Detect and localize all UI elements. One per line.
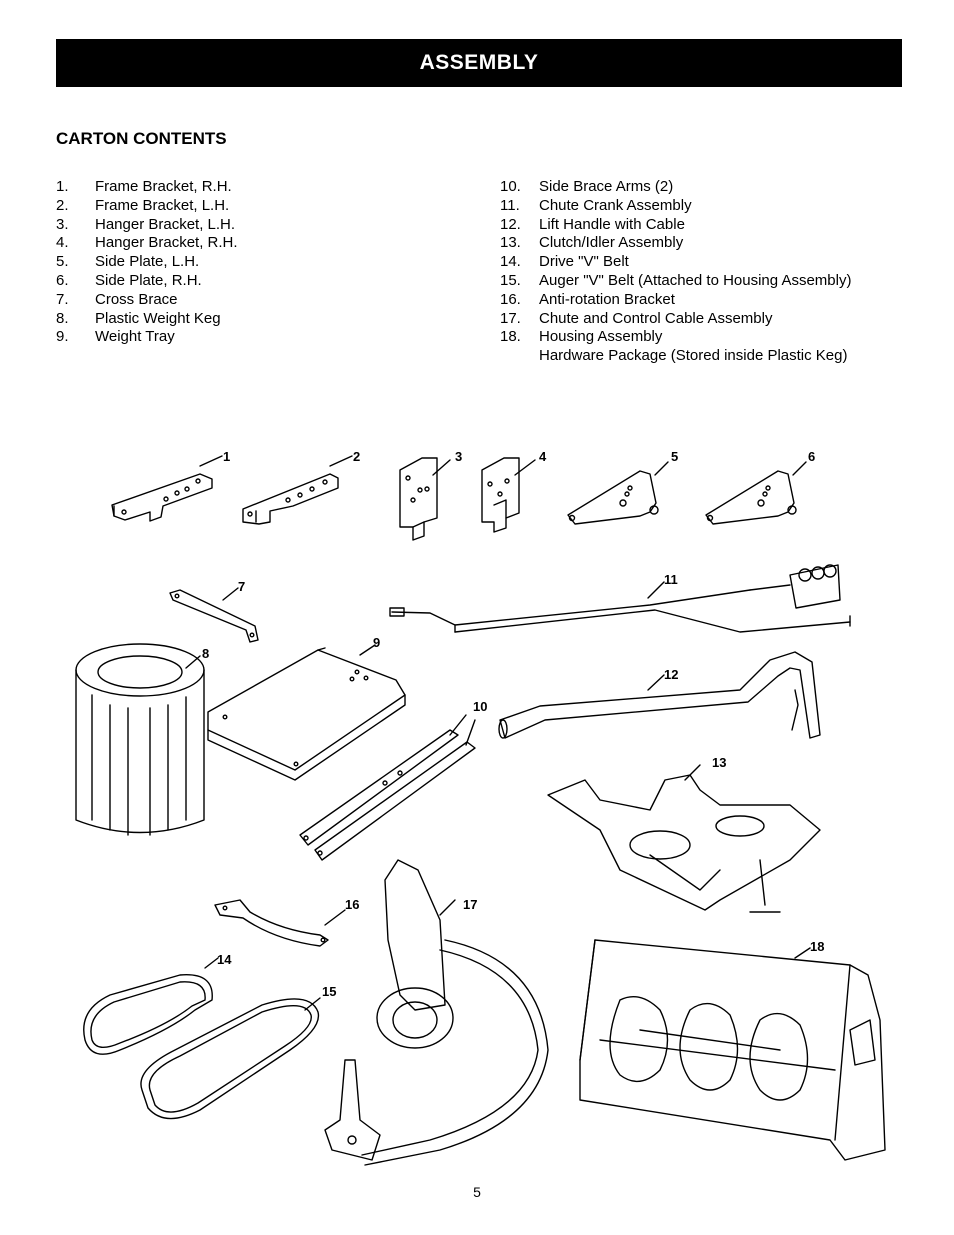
callout-6: 6 — [808, 449, 815, 464]
list-item: 18.Housing Assembly — [500, 328, 663, 346]
hanger-bracket-lh-drawing — [399, 457, 451, 541]
callout-12: 12 — [664, 667, 678, 682]
hanger-bracket-rh-drawing — [481, 457, 536, 533]
banner-title: ASSEMBLY — [419, 51, 539, 74]
side-plate-rh-drawing — [705, 461, 807, 525]
frame-bracket-rh-drawing — [111, 455, 223, 522]
callout-2: 2 — [353, 449, 360, 464]
callout-16: 16 — [345, 897, 359, 912]
callout-8: 8 — [202, 646, 209, 661]
list-item: 7.Cross Brace — [56, 290, 178, 308]
parts-list-left: 1.Frame Bracket, R.H. 2.Frame Bracket, L… — [56, 178, 238, 347]
callout-13: 13 — [712, 755, 726, 770]
section-banner: ASSEMBLY — [56, 39, 902, 87]
callout-14: 14 — [217, 952, 232, 967]
page-number: 5 — [473, 1184, 481, 1200]
list-item: 10.Side Brace Arms (2) — [500, 178, 674, 195]
list-item: 17.Chute and Control Cable Assembly — [500, 309, 773, 327]
side-plate-lh-drawing — [567, 461, 669, 525]
callout-18: 18 — [810, 939, 824, 954]
callout-9: 9 — [373, 635, 380, 650]
list-item: 16.Anti-rotation Bracket — [500, 290, 675, 308]
callout-7: 7 — [238, 579, 245, 594]
frame-bracket-lh-drawing — [242, 455, 353, 525]
parts-list-right: 10.Side Brace Arms (2) 11.Chute Crank As… — [500, 178, 851, 347]
callout-11: 11 — [664, 572, 678, 587]
cross-brace-drawing — [169, 587, 259, 643]
drive-belt-drawing — [83, 957, 219, 1055]
callout-5: 5 — [671, 449, 678, 464]
list-item: 1.Frame Bracket, R.H. — [56, 178, 232, 195]
chute-crank-drawing — [389, 564, 851, 633]
weight-keg-drawing — [75, 643, 205, 836]
list-item: 5.Side Plate, L.H. — [56, 253, 200, 271]
anti-rotation-bracket-drawing — [214, 899, 346, 947]
lift-handle-drawing — [498, 651, 821, 739]
callout-17: 17 — [463, 897, 477, 912]
list-item: 3.Hanger Bracket, L.H. — [56, 215, 236, 233]
callout-15: 15 — [322, 984, 336, 999]
callout-4: 4 — [539, 449, 547, 464]
list-item: 2.Frame Bracket, L.H. — [56, 196, 230, 214]
hardware-note: Hardware Package (Stored inside Plastic … — [539, 347, 848, 364]
chute-cable-drawing — [324, 859, 549, 1166]
list-item: 9.Weight Tray — [56, 328, 175, 346]
callout-1: 1 — [223, 449, 230, 464]
callout-10: 10 — [473, 699, 487, 714]
list-item: 6.Side Plate, R.H. — [56, 271, 202, 289]
section-title: CARTON CONTENTS — [56, 129, 227, 148]
clutch-idler-drawing — [547, 764, 821, 913]
list-item: 12.Lift Handle with Cable — [500, 215, 685, 233]
list-item: 11.Chute Crank Assembly — [500, 196, 692, 214]
list-item: 4.Hanger Bracket, R.H. — [56, 234, 238, 252]
list-item: 13.Clutch/Idler Assembly — [500, 234, 684, 252]
side-brace-arms-drawing — [299, 714, 476, 861]
weight-tray-drawing — [207, 644, 406, 781]
list-item: 8.Plastic Weight Keg — [56, 309, 221, 327]
callout-3: 3 — [455, 449, 462, 464]
list-item: 14.Drive "V" Belt — [500, 253, 629, 271]
auger-belt-drawing — [140, 997, 321, 1120]
housing-assembly-drawing — [579, 939, 886, 1161]
list-item: 15.Auger "V" Belt (Attached to Housing A… — [500, 271, 852, 289]
